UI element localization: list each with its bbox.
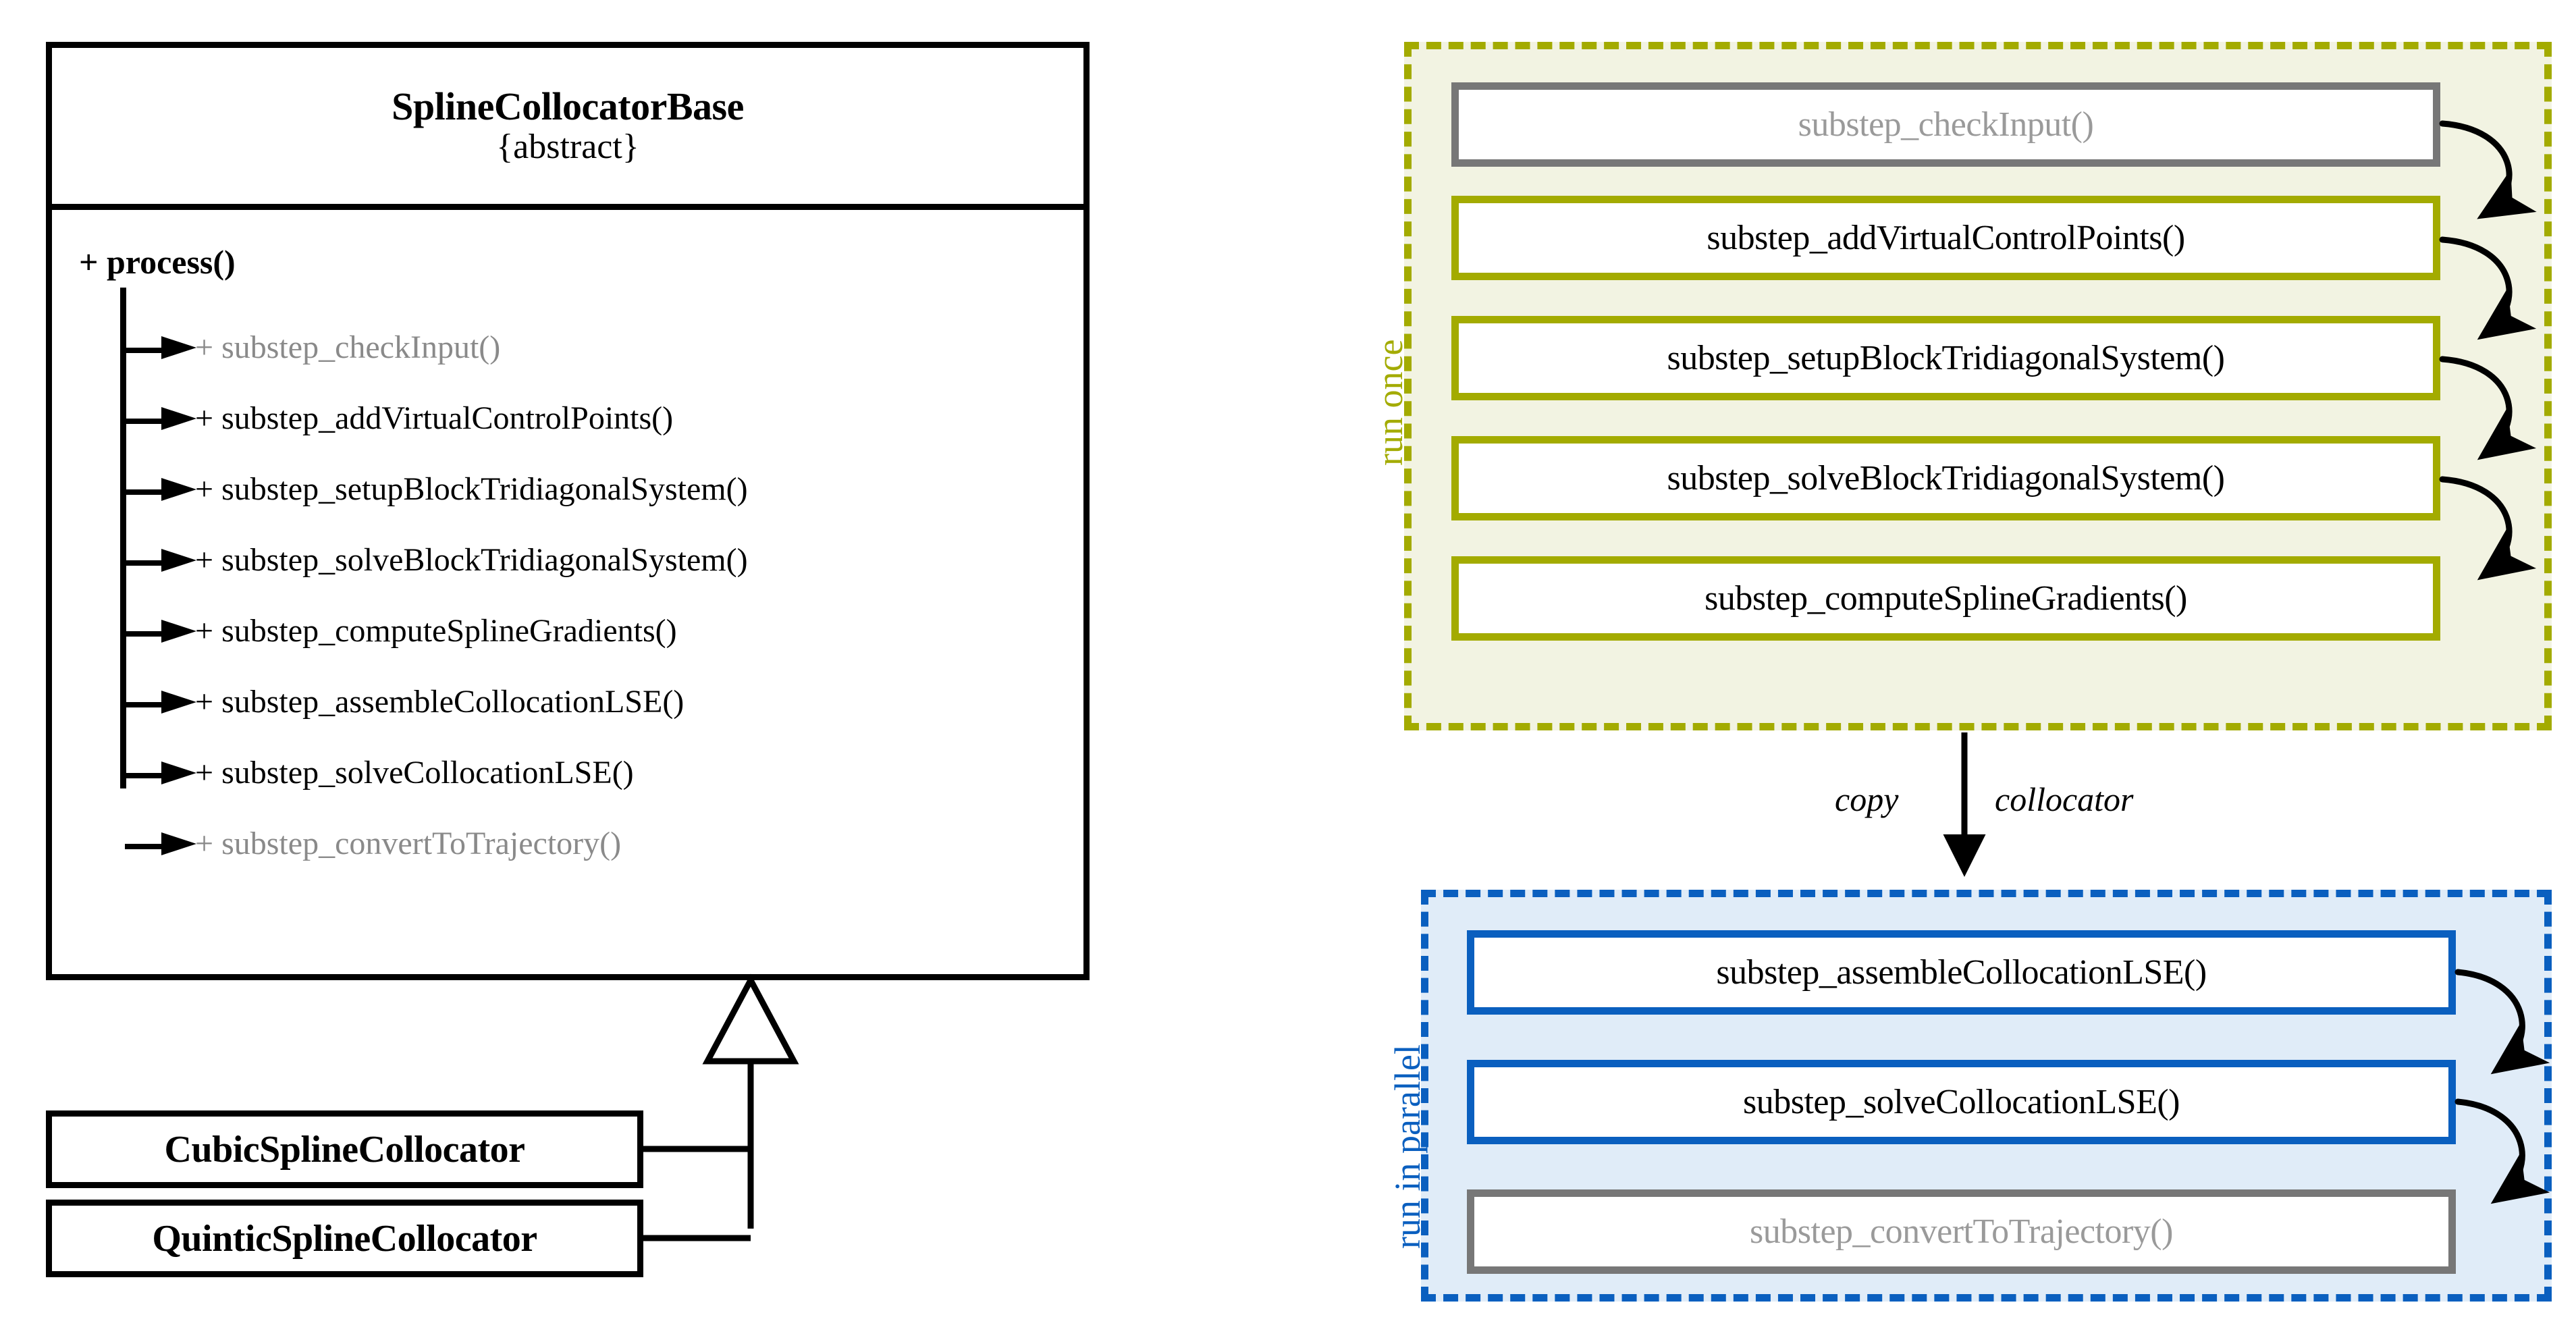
member-substep-assemblecollocationlse: + substep_assembleCollocationLSE() — [195, 684, 685, 720]
call-arrow-stem — [125, 489, 167, 495]
call-arrow-stem — [125, 773, 167, 778]
step-box-converttotrajectory[interactable]: substep_convertToTrajectory() — [1467, 1189, 2456, 1274]
member-substep-computesplinegradients: + substep_computeSplineGradients() — [195, 613, 677, 649]
call-arrow-stem — [125, 702, 167, 707]
call-arrow-head — [161, 407, 196, 430]
step-box-addvirtualcontrolpoints[interactable]: substep_addVirtualControlPoints() — [1451, 196, 2440, 280]
step-box-computesplinegradients[interactable]: substep_computeSplineGradients() — [1451, 556, 2440, 641]
class-title: CubicSplineCollocator — [164, 1128, 525, 1171]
call-arrow-stem — [125, 419, 167, 424]
class-title: SplineCollocatorBase — [392, 84, 744, 129]
call-arrow-stem — [125, 560, 167, 566]
connector-label-collocator: collocator — [1995, 780, 2134, 818]
member-substep-solveblocktridiagonalsystem: + substep_solveBlockTridiagonalSystem() — [195, 542, 748, 578]
step-box-solveblocktridiagonalsystem[interactable]: substep_solveBlockTridiagonalSystem() — [1451, 436, 2440, 520]
class-box-spline-collocator-base: SplineCollocatorBase {abstract} + proces… — [46, 42, 1090, 980]
step-box-setupblocktridiagonalsystem[interactable]: substep_setupBlockTridiagonalSystem() — [1451, 316, 2440, 400]
generalization-arrow — [643, 973, 799, 1241]
call-arrow-head — [161, 832, 196, 855]
class-header: SplineCollocatorBase {abstract} — [52, 48, 1083, 210]
step-box-checkinput[interactable]: substep_checkInput() — [1451, 82, 2440, 167]
step-box-assemblecollocationlse[interactable]: substep_assembleCollocationLSE() — [1467, 930, 2456, 1015]
member-substep-converttotrajectory: + substep_convertToTrajectory() — [195, 826, 622, 861]
panel-label-run-parallel: run in parallel — [1387, 1044, 1428, 1249]
class-box-cubic-spline-collocator: CubicSplineCollocator — [46, 1110, 643, 1188]
class-stereotype: {abstract} — [496, 127, 639, 166]
call-arrow-head — [161, 336, 196, 359]
member-substep-checkinput: + substep_checkInput() — [195, 329, 501, 365]
call-arrow-head — [161, 761, 196, 784]
member-substep-setupblocktridiagonalsystem: + substep_setupBlockTridiagonalSystem() — [195, 471, 748, 507]
call-arrow-stem — [125, 844, 167, 849]
step-box-solvecollocationlse[interactable]: substep_solveCollocationLSE() — [1467, 1060, 2456, 1144]
class-title: QuinticSplineCollocator — [152, 1217, 537, 1260]
call-arrow-stem — [125, 631, 167, 637]
call-arrow-stem — [125, 348, 167, 353]
member-substep-addvirtualcontrolpoints: + substep_addVirtualControlPoints() — [195, 400, 674, 436]
call-arrow-head — [161, 478, 196, 501]
connector-label-copy: copy — [1835, 780, 1899, 818]
call-arrow-head — [161, 691, 196, 714]
member-substep-solvecollocationlse: + substep_solveCollocationLSE() — [195, 755, 634, 790]
class-box-quintic-spline-collocator: QuinticSplineCollocator — [46, 1200, 643, 1277]
call-arrow-head — [161, 620, 196, 643]
panel-label-run-once: run once — [1370, 339, 1410, 466]
call-arrow-head — [161, 549, 196, 572]
call-tree-trunk — [120, 288, 126, 788]
class-members-compartment: + process() + substep_checkInput() + sub… — [52, 210, 1083, 974]
member-process: + process() — [79, 243, 236, 281]
